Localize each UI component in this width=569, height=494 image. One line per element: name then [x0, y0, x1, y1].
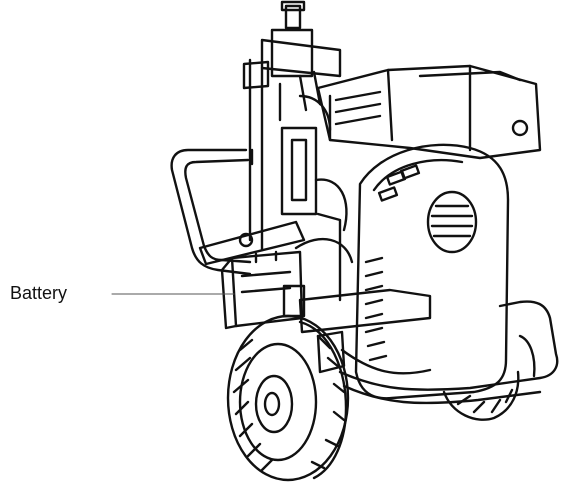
base-frame	[298, 288, 559, 405]
rear-wheel	[442, 334, 536, 421]
pump-column	[242, 0, 342, 252]
front-wheel	[226, 314, 350, 482]
engine	[316, 64, 542, 160]
handle-frame	[170, 148, 254, 276]
engine-shroud	[354, 143, 510, 400]
pump-body	[198, 94, 354, 302]
callout-label-battery: Battery	[10, 283, 68, 303]
